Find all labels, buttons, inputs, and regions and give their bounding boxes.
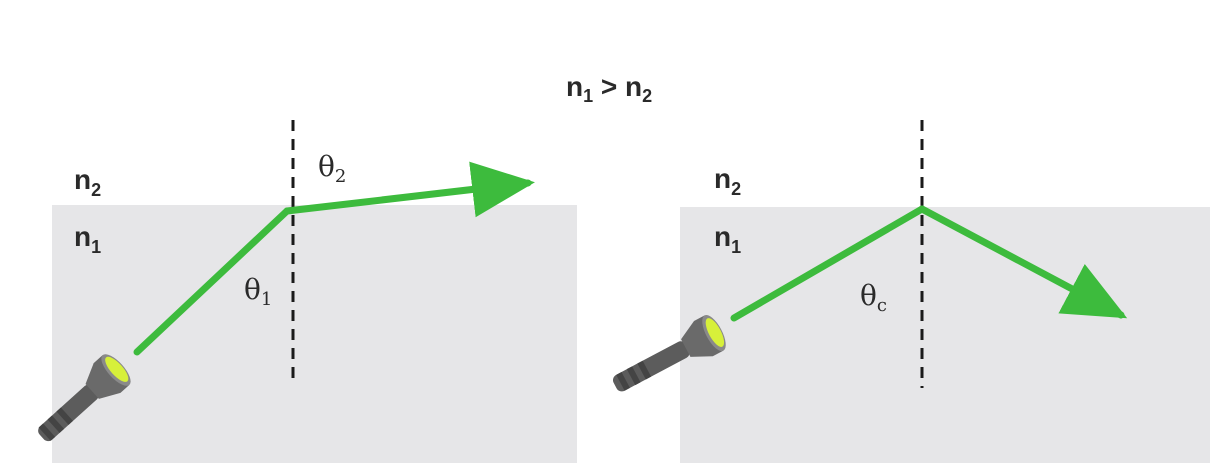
left-label-n2: n2 xyxy=(74,164,101,200)
flashlight-icon xyxy=(612,314,726,392)
right-incident-ray xyxy=(730,205,926,322)
title: n1 > n2 xyxy=(566,71,652,106)
title-n2: n xyxy=(625,71,642,102)
title-n1-sub: 1 xyxy=(583,86,593,106)
left-panel: n2 n1 θ2 θ1 xyxy=(38,120,577,463)
right-theta-c-label: θc xyxy=(860,279,887,316)
title-n2-sub: 2 xyxy=(642,86,652,106)
title-gt: > xyxy=(593,71,625,102)
flashlight-icon xyxy=(38,354,131,442)
left-label-n1: n1 xyxy=(74,221,101,257)
right-panel: n2 n1 θc xyxy=(612,120,1210,463)
right-label-n1: n1 xyxy=(714,221,741,257)
left-medium-n1 xyxy=(52,205,577,463)
left-incident-ray xyxy=(133,207,291,356)
right-reflected-ray xyxy=(918,205,1128,319)
left-theta2-label: θ2 xyxy=(318,150,346,187)
right-medium-n1 xyxy=(680,207,1210,463)
left-refracted-ray xyxy=(283,161,535,218)
right-label-n2: n2 xyxy=(714,163,741,199)
title-n1: n xyxy=(566,71,583,102)
left-theta1-label: θ1 xyxy=(244,273,272,310)
